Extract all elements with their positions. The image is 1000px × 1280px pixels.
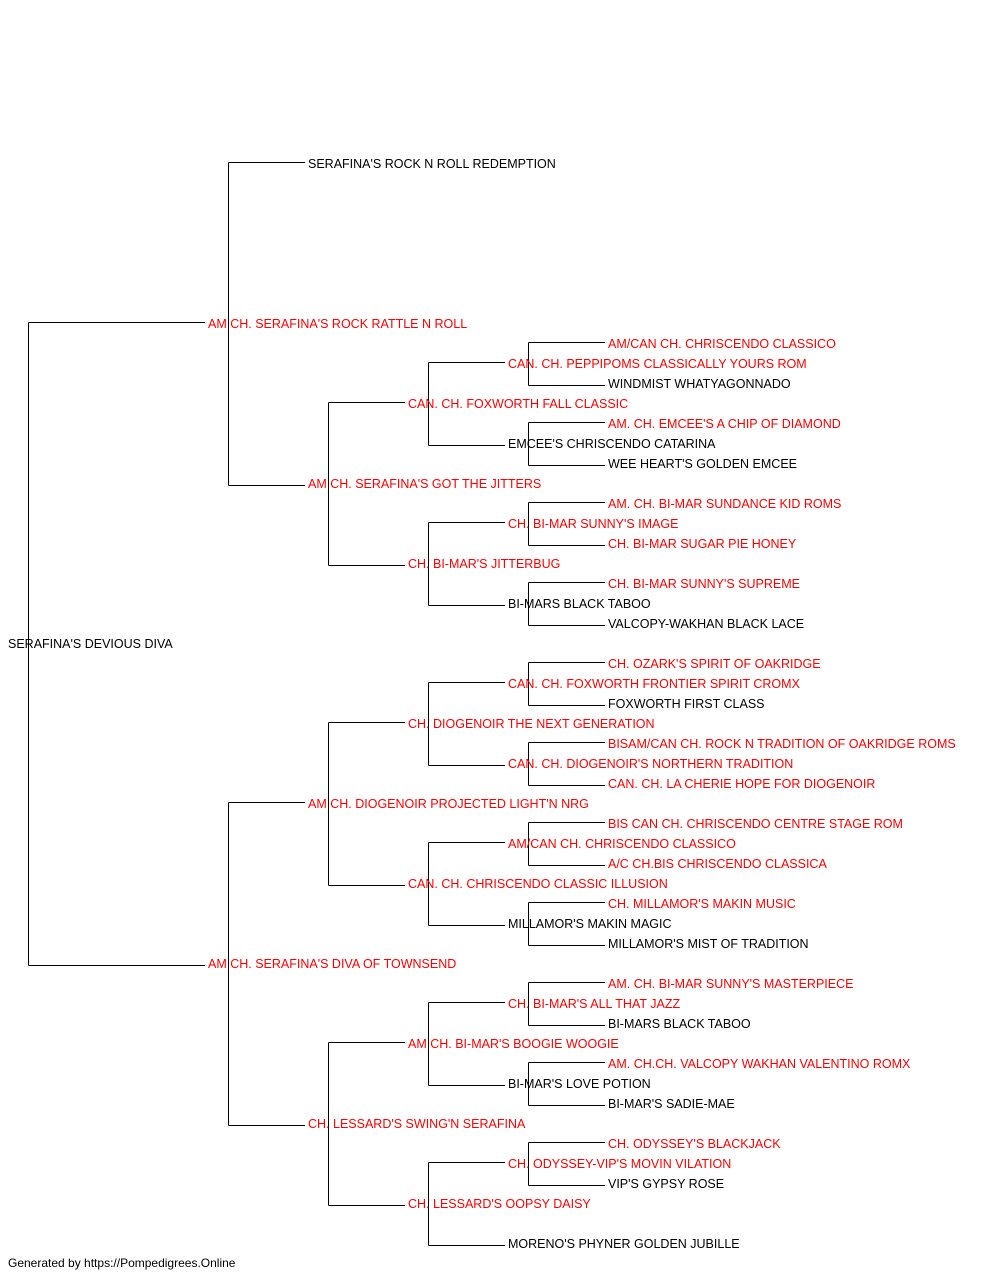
- connector-sd: [328, 402, 405, 566]
- connector-dsds: [528, 822, 605, 866]
- ancestor-name-sdsd[interactable]: EMCEE'S CHRISCENDO CATARINA: [508, 437, 716, 451]
- connector-dsss: [528, 662, 605, 706]
- ancestor-name-sdsds[interactable]: AM. CH. EMCEE'S A CHIP OF DIAMOND: [608, 417, 841, 431]
- connector-sdds: [528, 502, 605, 546]
- ancestor-name-dsdsd[interactable]: A/C CH.BIS CHRISCENDO CLASSICA: [608, 857, 827, 871]
- connector-ddsd: [528, 1062, 605, 1106]
- ancestor-name-dsdds[interactable]: CH. MILLAMOR'S MAKIN MUSIC: [608, 897, 796, 911]
- ancestor-name-ddsd[interactable]: BI-MAR'S LOVE POTION: [508, 1077, 651, 1091]
- ancestor-name-sdd[interactable]: CH. BI-MAR'S JITTERBUG: [408, 557, 560, 571]
- dam-name[interactable]: AM CH. SERAFINA'S DIVA OF TOWNSEND: [208, 957, 456, 971]
- dam-sire-name[interactable]: AM CH. DIOGENOIR PROJECTED LIGHT'N NRG: [308, 797, 589, 811]
- ancestor-name-ddsdd[interactable]: BI-MAR'S SADIE-MAE: [608, 1097, 735, 1111]
- ancestor-name-dddd[interactable]: MORENO'S PHYNER GOLDEN JUBILLE: [508, 1237, 740, 1251]
- ancestor-name-ddds[interactable]: CH. ODYSSEY-VIP'S MOVIN VILATION: [508, 1157, 731, 1171]
- connector-sddd: [528, 582, 605, 626]
- connector-ddd: [428, 1162, 505, 1246]
- connector-dssd: [528, 742, 605, 786]
- ancestor-name-ddsds[interactable]: AM. CH.CH. VALCOPY WAKHAN VALENTINO ROMX: [608, 1057, 911, 1071]
- connector-sire: [228, 162, 305, 486]
- ancestor-name-ddssd[interactable]: BI-MARS BLACK TABOO: [608, 1017, 751, 1031]
- sire-sire-name[interactable]: SERAFINA'S ROCK N ROLL REDEMPTION: [308, 157, 556, 171]
- ancestor-name-ddd[interactable]: CH. LESSARD'S OOPSY DAISY: [408, 1197, 591, 1211]
- connector-ddss: [528, 982, 605, 1026]
- ancestor-name-dsd[interactable]: CAN. CH. CHRISCENDO CLASSIC ILLUSION: [408, 877, 668, 891]
- ancestor-name-dds[interactable]: AM CH. BI-MAR'S BOOGIE WOOGIE: [408, 1037, 619, 1051]
- connector-sdss: [528, 342, 605, 386]
- ancestor-name-dddss[interactable]: CH. ODYSSEY'S BLACKJACK: [608, 1137, 781, 1151]
- ancestor-name-dssds[interactable]: BISAM/CAN CH. ROCK N TRADITION OF OAKRID…: [608, 737, 956, 751]
- generated-by-footer: Generated by https://Pompedigrees.Online: [8, 1256, 236, 1270]
- ancestor-name-dsds[interactable]: AM/CAN CH. CHRISCENDO CLASSICO: [508, 837, 736, 851]
- ancestor-name-dsdss[interactable]: BIS CAN CH. CHRISCENDO CENTRE STAGE ROM: [608, 817, 903, 831]
- connector-dsd: [428, 842, 505, 926]
- connector-dd: [328, 1042, 405, 1206]
- ancestor-name-ddss[interactable]: CH. BI-MAR'S ALL THAT JAZZ: [508, 997, 680, 1011]
- ancestor-name-dsss[interactable]: CAN. CH. FOXWORTH FRONTIER SPIRIT CROMX: [508, 677, 801, 691]
- ancestor-name-sdssd[interactable]: WINDMIST WHATYAGONNADO: [608, 377, 791, 391]
- ancestor-name-sddsd[interactable]: CH. BI-MAR SUGAR PIE HONEY: [608, 537, 797, 551]
- ancestor-name-dsddd[interactable]: MILLAMOR'S MIST OF TRADITION: [608, 937, 809, 951]
- ancestor-name-dsdd[interactable]: MILLAMOR'S MAKIN MAGIC: [508, 917, 672, 931]
- connector-dss: [428, 682, 505, 766]
- dam-dam-name[interactable]: CH. LESSARD'S SWING'N SERAFINA: [308, 1117, 526, 1131]
- connector-dsdd: [528, 902, 605, 946]
- connector-sds: [428, 362, 505, 446]
- ancestor-name-sdddd[interactable]: VALCOPY-WAKHAN BLACK LACE: [608, 617, 804, 631]
- ancestor-name-dssdd[interactable]: CAN. CH. LA CHERIE HOPE FOR DIOGENOIR: [608, 777, 875, 791]
- connector-sdd: [428, 522, 505, 606]
- ancestor-name-dssd[interactable]: CAN. CH. DIOGENOIR'S NORTHERN TRADITION: [508, 757, 793, 771]
- connector-sdsd: [528, 422, 605, 466]
- ancestor-name-sddds[interactable]: CH. BI-MAR SUNNY'S SUPREME: [608, 577, 800, 591]
- connector-ddds: [528, 1142, 605, 1186]
- dog-names: SERAFINA'S DEVIOUS DIVA AM CH. SERAFINA'…: [8, 157, 956, 1251]
- ancestor-name-sdsdd[interactable]: WEE HEART'S GOLDEN EMCEE: [608, 457, 797, 471]
- ancestor-name-dsssd[interactable]: FOXWORTH FIRST CLASS: [608, 697, 765, 711]
- subject-dog-name[interactable]: SERAFINA'S DEVIOUS DIVA: [8, 637, 173, 651]
- ancestor-name-sdss[interactable]: CAN. CH. PEPPIPOMS CLASSICALLY YOURS ROM: [508, 357, 807, 371]
- connector-subject: [28, 322, 205, 966]
- ancestor-name-sdsss[interactable]: AM/CAN CH. CHRISCENDO CLASSICO: [608, 337, 836, 351]
- ancestor-name-sds[interactable]: CAN. CH. FOXWORTH FALL CLASSIC: [408, 397, 628, 411]
- ancestor-name-sddd[interactable]: BI-MARS BLACK TABOO: [508, 597, 651, 611]
- ancestor-name-dddsd[interactable]: VIP'S GYPSY ROSE: [608, 1177, 724, 1191]
- ancestor-name-sdds[interactable]: CH. BI-MAR SUNNY'S IMAGE: [508, 517, 678, 531]
- ancestor-name-dssss[interactable]: CH. OZARK'S SPIRIT OF OAKRIDGE: [608, 657, 821, 671]
- connector-dam: [228, 802, 305, 1126]
- connector-lines: [28, 162, 605, 1246]
- sire-name[interactable]: AM CH. SERAFINA'S ROCK RATTLE N ROLL: [208, 317, 467, 331]
- ancestor-name-ddsss[interactable]: AM. CH. BI-MAR SUNNY'S MASTERPIECE: [608, 977, 853, 991]
- ancestor-name-dss[interactable]: CH. DIOGENOIR THE NEXT GENERATION: [408, 717, 655, 731]
- connector-dds: [428, 1002, 505, 1086]
- ancestor-name-sddss[interactable]: AM. CH. BI-MAR SUNDANCE KID ROMS: [608, 497, 841, 511]
- sire-dam-name[interactable]: AM CH. SERAFINA'S GOT THE JITTERS: [308, 477, 541, 491]
- connector-ds: [328, 722, 405, 886]
